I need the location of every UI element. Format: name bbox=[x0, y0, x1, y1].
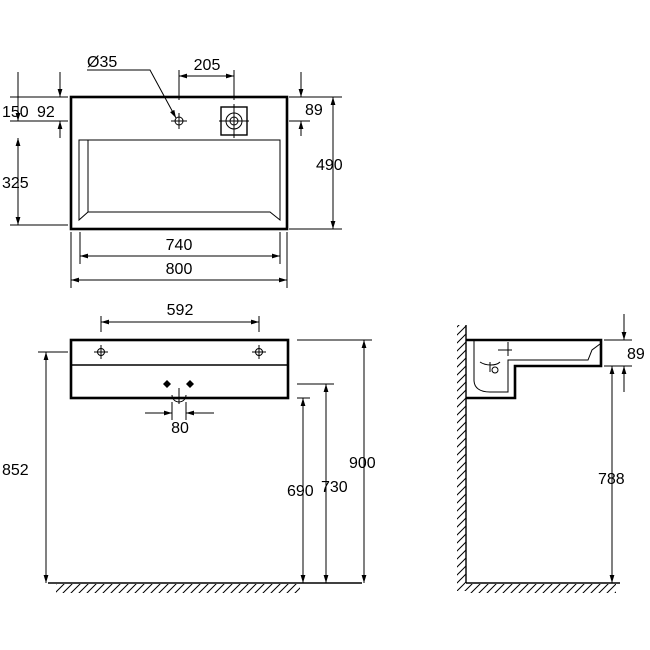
front-tap-hole-right bbox=[252, 345, 266, 359]
dimension-150: 150 bbox=[2, 104, 29, 121]
top-view: Ø35 205 150 92 325 89 490 740 800 bbox=[2, 54, 343, 288]
dimension-205: 205 bbox=[194, 57, 221, 74]
dimension-89-top: 89 bbox=[305, 102, 323, 119]
side-view: 89 788 bbox=[457, 314, 645, 593]
side-floor-hatch bbox=[466, 584, 616, 593]
dimension-89-side: 89 bbox=[627, 346, 645, 363]
overflow-marker bbox=[219, 104, 249, 138]
front-tap-hole-left bbox=[94, 345, 108, 359]
dimension-900: 900 bbox=[349, 455, 376, 472]
front-floor-hatch bbox=[56, 584, 300, 593]
basin-profile bbox=[466, 338, 603, 400]
basin-bowl bbox=[78, 139, 281, 222]
dimension-92: 92 bbox=[37, 104, 55, 121]
dimension-690: 690 bbox=[287, 483, 314, 500]
dimension-730: 730 bbox=[321, 479, 348, 496]
tap-hole-diameter-label: Ø35 bbox=[87, 54, 117, 71]
dimension-325: 325 bbox=[2, 175, 29, 192]
dimension-788: 788 bbox=[598, 471, 625, 488]
tap-hole-marker bbox=[171, 113, 187, 129]
dimension-800: 800 bbox=[166, 261, 193, 278]
dimension-490: 490 bbox=[316, 157, 343, 174]
front-view: 592 80 852 690 730 900 bbox=[2, 302, 376, 593]
waste-fixing-marker bbox=[150, 380, 210, 404]
dimension-80: 80 bbox=[171, 420, 189, 437]
wall-hatch bbox=[457, 325, 466, 591]
dimension-592: 592 bbox=[167, 302, 194, 319]
dimension-740: 740 bbox=[166, 237, 193, 254]
dimension-852: 852 bbox=[2, 462, 29, 479]
